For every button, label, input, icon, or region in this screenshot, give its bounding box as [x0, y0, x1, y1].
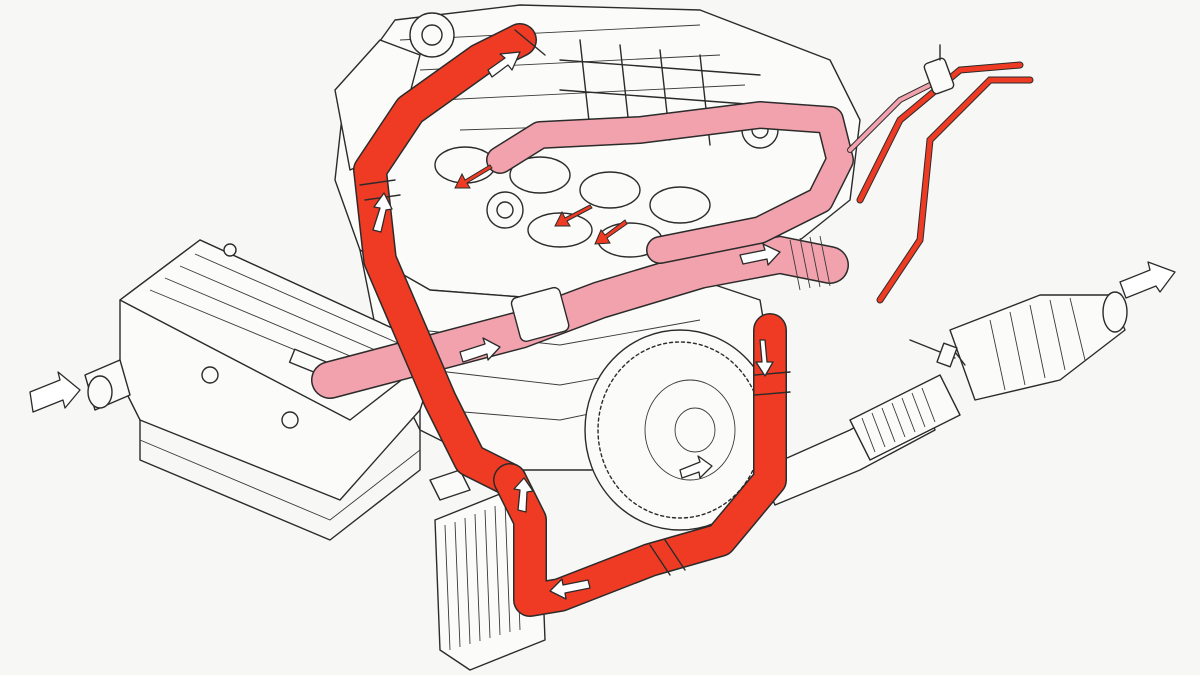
- flywheel-flow-arrow: [679, 455, 713, 479]
- coolant-flow-arrow-core: [513, 477, 534, 513]
- catalytic-converter: [949, 294, 1126, 401]
- intake-air-duct: [311, 235, 849, 399]
- head-flow-arrow-1: [454, 164, 493, 189]
- intake-flow-arrow-2: [739, 243, 781, 266]
- head-flow-arrow-2: [554, 204, 593, 227]
- flow-arrows: [29, 51, 1176, 600]
- temperature-sender: [923, 44, 955, 95]
- coolant-flow-arrow-right: [755, 339, 774, 377]
- exhaust-system: [759, 291, 1128, 506]
- exhaust-outlet-flow-arrow: [1119, 261, 1176, 299]
- head-flow-arrow-3: [594, 219, 628, 245]
- coolant-flow-arrow-top: [487, 51, 521, 78]
- air-inlet-flow-arrow: [29, 371, 81, 413]
- throttle-body: [510, 286, 570, 343]
- intake-flow-arrow-1: [459, 337, 501, 363]
- intake-manifold-pipe: [486, 101, 854, 264]
- coolant-flow-arrow-left: [372, 192, 393, 233]
- coolant-hoses: [353, 23, 1034, 617]
- exhaust-flex-pipe: [849, 374, 961, 461]
- coolant-flow-arrow-bottom: [549, 578, 591, 600]
